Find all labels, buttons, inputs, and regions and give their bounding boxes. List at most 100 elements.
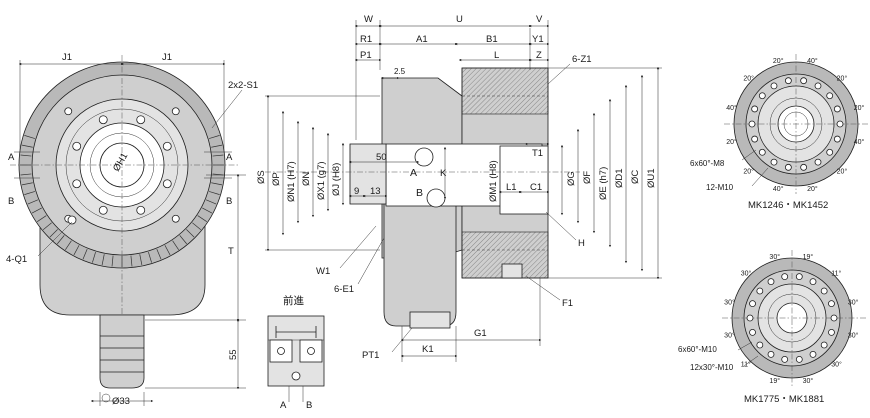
angle-label: 20°	[837, 168, 848, 176]
dim-d1: ØD1	[614, 168, 625, 188]
fin-line	[197, 215, 208, 222]
angle-label: 20°	[807, 185, 818, 193]
dim-z: Z	[536, 50, 542, 61]
angle-label: 19°	[769, 377, 780, 385]
fin-line	[186, 229, 195, 238]
flange-hole	[836, 120, 844, 128]
port-b-left-label: B	[8, 196, 14, 207]
angle-label: 30°	[724, 298, 735, 306]
label-z1: 6-Z1	[572, 54, 592, 65]
angle-label: 20°	[854, 104, 865, 112]
angle-label: 30°	[769, 253, 780, 261]
flange-top-m8-label: 6x60°-M8	[690, 159, 725, 168]
angle-label: 20°	[773, 57, 784, 65]
d55-label: 55	[228, 349, 239, 360]
flange-top-m10-label: 12-M10	[706, 183, 734, 192]
j1-right-label: J1	[162, 52, 172, 63]
fin-line	[36, 215, 47, 222]
mount-hole	[171, 107, 180, 116]
port-a-side: A	[410, 167, 417, 179]
dim-b1: B1	[486, 34, 498, 45]
fin-line	[208, 191, 220, 195]
angle-label: 30°	[803, 377, 814, 385]
d33-label: Ø33	[112, 396, 130, 407]
flange-hole	[795, 273, 803, 281]
dim-n1: ØN1 (H7)	[286, 161, 297, 202]
fin-line	[211, 144, 223, 148]
dim-u1: ØU1	[646, 168, 657, 188]
dim-k: K	[440, 168, 447, 179]
bolt-hole	[72, 179, 82, 189]
flange-hole	[751, 135, 759, 143]
fin-line	[21, 144, 33, 148]
bolt-hole	[72, 141, 82, 151]
fin-line	[24, 135, 36, 139]
fin-line	[130, 255, 133, 267]
dim-t1: T1	[532, 148, 543, 159]
fin-line	[49, 229, 58, 238]
flange-hole	[828, 328, 835, 336]
flange-hole	[820, 341, 828, 349]
dim-w: W	[364, 14, 373, 25]
flange-hole	[751, 105, 759, 113]
flange-top: 40°20°20°40°20°20°40°20°20°40°20°20° 6x6…	[690, 54, 868, 211]
slot-label: 2x2-S1	[228, 80, 258, 91]
angle-label: 20°	[743, 74, 754, 82]
port-b-side: B	[416, 187, 423, 199]
bolt-hole	[98, 205, 108, 215]
fin-line	[20, 173, 32, 176]
inset-b-label: B	[306, 400, 312, 411]
label-f1: F1	[562, 298, 573, 309]
inset-a-label: A	[280, 400, 287, 411]
flange-hole	[814, 82, 822, 90]
flange-hole	[756, 287, 764, 295]
angle-label: 40°	[726, 104, 737, 112]
q1-label: 4-Q1	[6, 254, 27, 265]
flange-hole	[800, 163, 808, 171]
angle-label: 20°	[743, 168, 754, 176]
flange-hole	[781, 273, 789, 281]
flange-hole	[749, 300, 756, 308]
dim-g: ØG	[566, 171, 577, 186]
fin-line	[164, 245, 171, 256]
angle-label: 30°	[848, 298, 859, 306]
flange-hole	[809, 278, 817, 286]
flange-hole	[749, 328, 756, 336]
flange-hole	[809, 350, 817, 358]
fin-line	[208, 135, 220, 139]
flange-bottom-angles: 19°11°30°30°30°30°19°11°30°30°30°30°	[724, 253, 858, 385]
flange-hole	[746, 314, 754, 322]
dim-p: ØP	[271, 172, 282, 186]
angle-label: 20°	[726, 138, 737, 146]
j1-left-label: J1	[62, 52, 72, 63]
bolt-hole	[136, 115, 146, 125]
dim-n: ØN	[301, 172, 312, 186]
flange-bottom-holes	[746, 273, 838, 363]
inset-title: 前進	[283, 294, 304, 307]
dim-x1: ØX1 (g7)	[316, 161, 327, 200]
fin-line	[82, 248, 88, 260]
dim-s: ØS	[256, 170, 267, 184]
label-h: H	[578, 238, 585, 249]
side-view: W U V R1 A1 B1 Y1 P1 L Z 2.5 6-Z1 ØS ØP …	[256, 14, 662, 362]
dim-c: ØC	[630, 170, 641, 184]
flange-hole	[784, 77, 792, 85]
fin-line	[73, 245, 80, 256]
angle-label: 30°	[724, 332, 735, 340]
flange-hole	[795, 355, 803, 363]
bolt-hole	[98, 115, 108, 125]
flange-hole	[814, 158, 822, 166]
angle-label: 19°	[803, 253, 814, 261]
flange-hole	[756, 341, 764, 349]
bolt-hole	[136, 205, 146, 215]
angle-label: 40°	[854, 138, 865, 146]
fin-line	[156, 248, 162, 260]
dim-50: 50	[376, 152, 387, 163]
fin-line	[205, 199, 217, 205]
front-bolt-holes	[64, 107, 180, 223]
fin-line	[139, 254, 143, 266]
flange-bottom-m10b-label: 12x30°-M10	[690, 363, 734, 372]
label-e1: 6-E1	[334, 284, 354, 295]
dim-g1: G1	[474, 328, 487, 339]
